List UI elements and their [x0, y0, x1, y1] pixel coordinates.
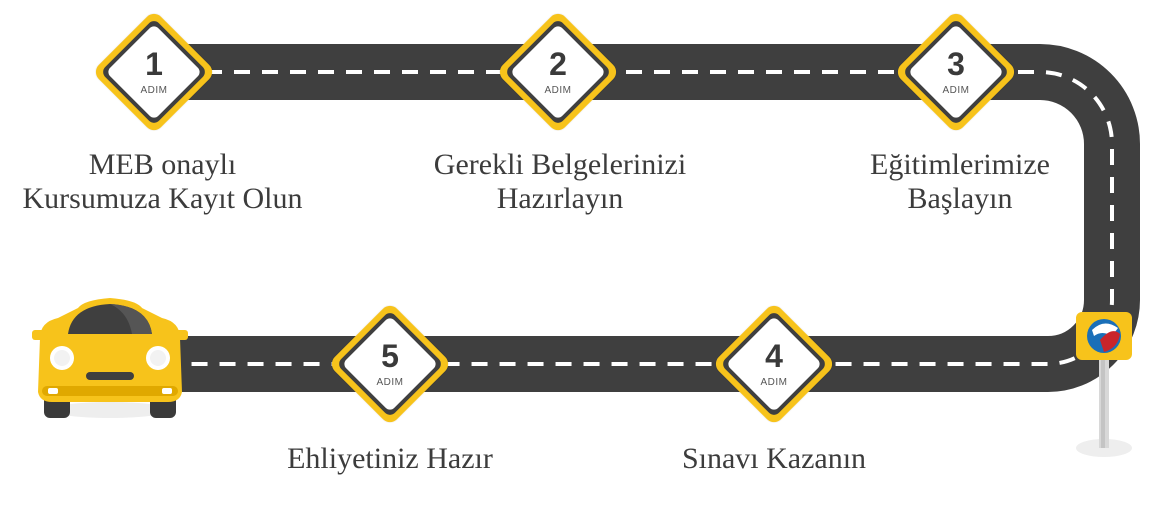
step-3-label-line1: Eğitimlerimize	[870, 148, 1050, 181]
step-2-unit: ADIM	[544, 85, 572, 96]
step-4-label-line1: Sınavı Kazanın	[681, 442, 867, 475]
step-2-number: 2	[549, 46, 567, 82]
finish-sign-logo-icon	[1076, 312, 1132, 457]
step-1-number: 1	[145, 46, 163, 82]
step-1-label: MEB onaylı Kursumuza Kayıt Olun	[0, 148, 325, 216]
step-5-unit: ADIM	[376, 377, 404, 388]
step-2-label-line2: Hazırlayın	[496, 182, 624, 215]
road-surface	[150, 44, 1140, 392]
step-2-label-line1: Gerekli Belgelerinizi	[433, 148, 687, 181]
step-5-number: 5	[381, 338, 399, 374]
step-4-marker: 4 ADIM	[711, 301, 837, 427]
step-3-marker: 3 ADIM	[893, 9, 1019, 135]
step-4-unit: ADIM	[760, 377, 788, 388]
yellow-car-icon	[32, 298, 188, 418]
step-5-label-line1: Ehliyetiniz Hazır	[287, 442, 493, 475]
step-2-marker: 2 ADIM	[495, 9, 621, 135]
step-2-label: Gerekli Belgelerinizi Hazırlayın	[400, 148, 720, 216]
step-4-label: Sınavı Kazanın	[624, 442, 924, 476]
step-1-unit: ADIM	[140, 85, 168, 96]
step-1-label-line1: MEB onaylı	[88, 148, 237, 181]
step-1-marker: 1 ADIM	[91, 9, 217, 135]
step-4-number: 4	[765, 338, 783, 374]
step-3-label-line2: Başlayın	[907, 182, 1013, 215]
step-3-number: 3	[947, 46, 965, 82]
step-5-marker: 5 ADIM	[327, 301, 453, 427]
step-5-label: Ehliyetiniz Hazır	[240, 442, 540, 476]
step-3-unit: ADIM	[942, 85, 970, 96]
step-3-label: Eğitimlerimize Başlayın	[810, 148, 1110, 216]
step-1-label-line2: Kursumuza Kayıt Olun	[22, 182, 303, 215]
